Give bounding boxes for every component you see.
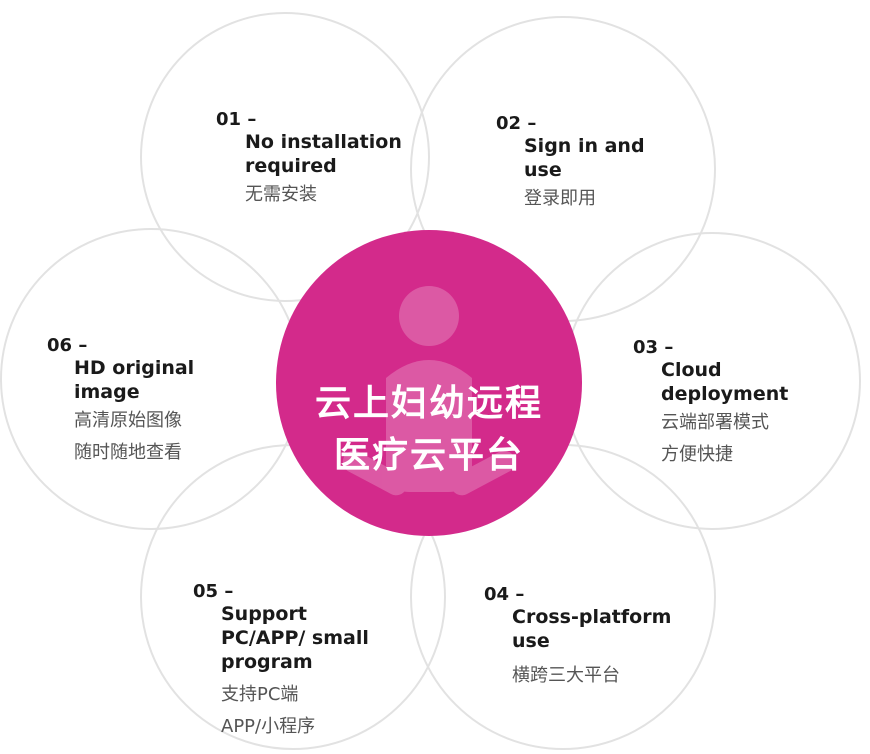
feature-number: 05 – [193, 581, 234, 602]
feature-title: Sign in and use [524, 135, 645, 181]
feature-number: 01 – [216, 109, 257, 130]
feature-04: 04 – Cross-platform use 横跨三大平台 [484, 585, 672, 691]
feature-title: HD original image [74, 357, 195, 403]
feature-number: 02 – [496, 113, 537, 134]
feature-subtitle: 无需安装 [245, 184, 317, 205]
feature-subtitle: 登录即用 [524, 188, 596, 209]
feature-number: 06 – [47, 335, 88, 356]
feature-title: Cross-platform use [512, 606, 672, 652]
feature-06: 06 – HD original image 高清原始图像 随时随地查看 [47, 336, 214, 468]
center-title-line1: 云上妇幼远程 [314, 383, 543, 424]
feature-subtitle: 横跨三大平台 [512, 665, 620, 686]
feature-05: 05 – Support PC/APP/ small program 支持PC端… [193, 582, 396, 742]
feature-title: No installation required [245, 131, 402, 177]
feature-subtitle: 云端部署模式 [661, 412, 769, 433]
feature-title: Cloud deployment [661, 359, 789, 405]
feature-subtitle: 随时随地查看 [74, 442, 182, 463]
center-title-line2: 医疗云平台 [333, 435, 524, 476]
feature-02: 02 – Sign in and use 登录即用 [496, 114, 654, 214]
feature-number: 04 – [484, 584, 525, 605]
center-circle: 云上妇幼远程 医疗云平台 [276, 230, 582, 536]
feature-subtitle: 方便快捷 [661, 444, 733, 465]
feature-title: Support PC/APP/ small program [221, 603, 369, 673]
feature-subtitle: 支持PC端 [221, 684, 299, 705]
feature-01: 01 – No installation required 无需安装 [216, 110, 405, 210]
feature-03: 03 – Cloud deployment 云端部署模式 方便快捷 [633, 338, 796, 470]
feature-subtitle: 高清原始图像 [74, 410, 182, 431]
mother-baby-icon [342, 286, 516, 496]
feature-subtitle: APP/小程序 [221, 716, 316, 737]
feature-number: 03 – [633, 337, 674, 358]
